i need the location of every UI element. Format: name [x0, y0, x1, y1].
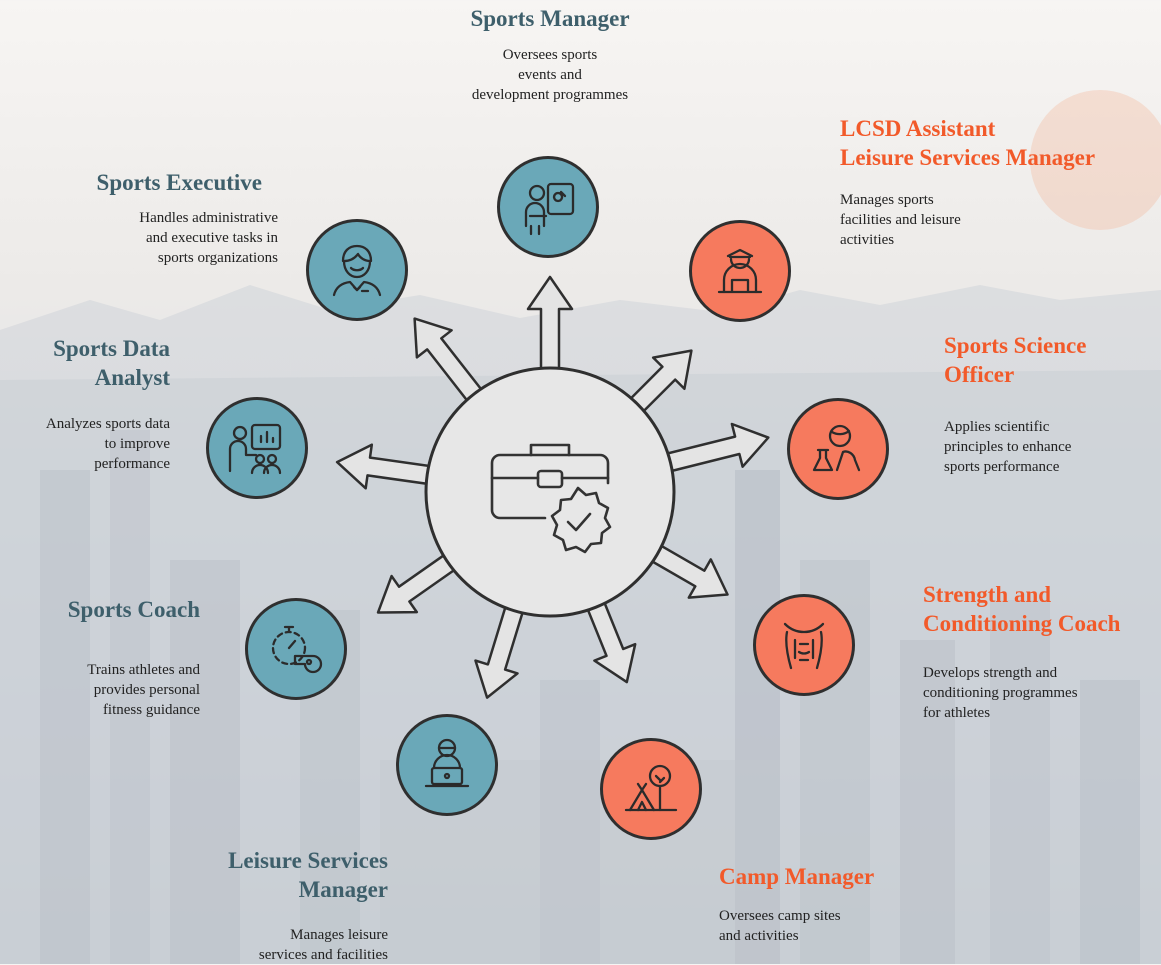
role-icon-sports-science-officer	[787, 398, 889, 500]
scientist-flask-icon	[812, 424, 861, 472]
desc-sports-executive: Handles administrative and executive tas…	[139, 210, 278, 266]
title-leisure-services-manager: Leisure Services Manager	[228, 848, 388, 902]
role-icon-strength-coach	[753, 594, 855, 696]
desc-camp-manager: Oversees camp sites and activities	[719, 908, 841, 944]
title-sports-coach: Sports Coach	[67, 597, 200, 622]
desc-sports-coach: Trains athletes and provides personal fi…	[87, 662, 200, 718]
presenter-chart-icon	[228, 423, 282, 475]
desc-sports-data-analyst: Analyzes sports data to improve performa…	[45, 416, 170, 472]
role-icon-sports-manager	[497, 156, 599, 258]
role-icon-camp-manager	[600, 738, 702, 840]
center-circle	[424, 366, 676, 618]
role-icon-leisure-services-manager	[396, 714, 498, 816]
title-sports-science-officer: Sports Science Officer	[944, 333, 1087, 387]
desc-lcsd-assistant: Manages sports facilities and leisure ac…	[840, 192, 961, 248]
tent-tree-icon	[624, 764, 678, 812]
role-icon-sports-coach	[245, 598, 347, 700]
title-strength-coach: Strength and Conditioning Coach	[923, 582, 1121, 636]
title-sports-executive: Sports Executive	[96, 170, 262, 195]
person-laptop-icon	[424, 738, 470, 788]
torso-muscle-icon	[783, 622, 825, 670]
role-icon-lcsd-assistant	[689, 220, 791, 322]
title-lcsd-assistant: LCSD Assistant Leisure Services Manager	[840, 116, 1096, 170]
desc-sports-manager: Oversees sports events and development p…	[471, 47, 629, 103]
desc-sports-science-officer: Applies scientific principles to enhance…	[944, 419, 1072, 475]
title-camp-manager: Camp Manager	[719, 864, 875, 889]
title-sports-manager: Sports Manager	[470, 6, 630, 31]
desc-leisure-services-manager: Manages leisure services and facilities	[258, 927, 388, 963]
role-icon-sports-data-analyst	[206, 397, 308, 499]
officer-desk-icon	[717, 248, 763, 294]
briefcase-badge-icon	[490, 443, 612, 554]
desc-strength-coach: Develops strength and conditioning progr…	[923, 665, 1078, 721]
coach-whiteboard-icon	[524, 182, 575, 236]
stopwatch-whistle-icon	[271, 625, 323, 674]
businessman-icon	[332, 244, 382, 297]
role-icon-sports-executive	[306, 219, 408, 321]
title-sports-data-analyst: Sports Data Analyst	[53, 336, 170, 390]
